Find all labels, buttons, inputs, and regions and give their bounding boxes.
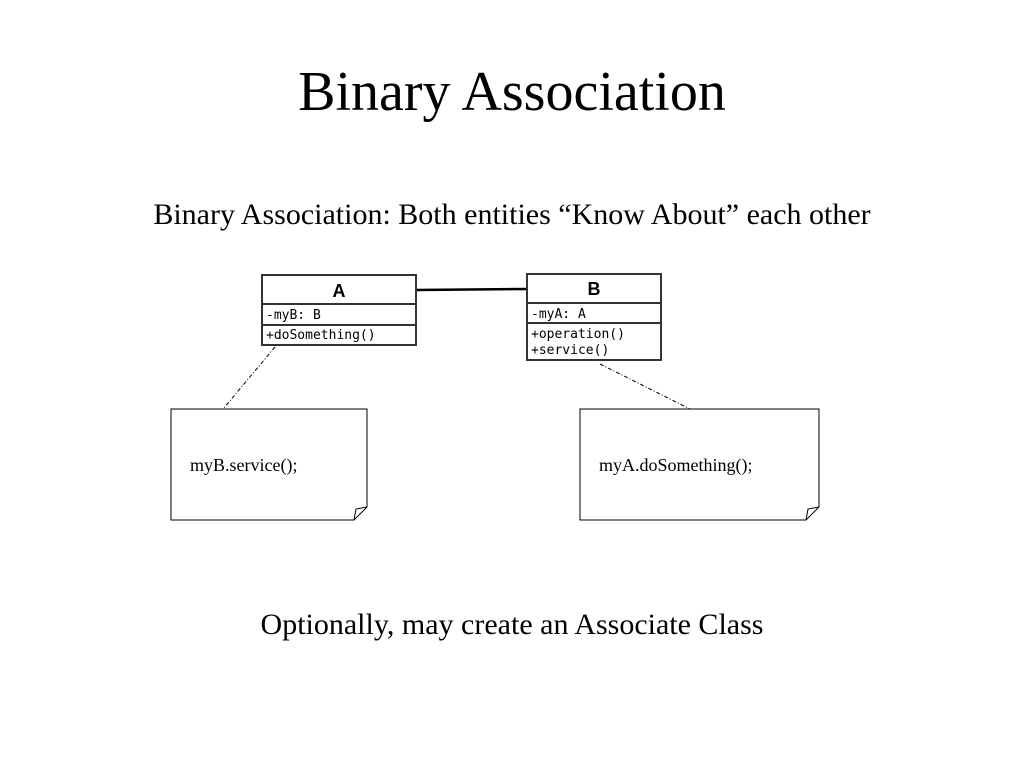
association-line [415, 287, 528, 292]
note-a-anchor-line [222, 346, 276, 410]
slide-subtitle: Binary Association: Both entities “Know … [153, 198, 871, 231]
class-b: B -myA: A +operation() +service() [526, 273, 662, 361]
class-a-attribute: -myB: B [266, 308, 321, 323]
note-b-fold [805, 506, 820, 521]
class-b-box [526, 273, 662, 361]
note-a-fold [353, 506, 368, 521]
slide-title: Binary Association [298, 61, 726, 123]
note-a: myB.service(); [170, 408, 368, 521]
class-b-operation: +service() [531, 343, 609, 358]
note-b-shape [579, 408, 820, 521]
class-b-name: B [588, 279, 601, 299]
class-a-name: A [333, 281, 346, 301]
class-b-attribute: -myA: A [531, 307, 586, 322]
class-b-operation: +operation() [531, 327, 625, 342]
class-a-operation: +doSomething() [266, 328, 376, 343]
class-a: A -myB: B +doSomething() [261, 274, 417, 346]
slide-footer-text: Optionally, may create an Associate Clas… [260, 608, 764, 641]
note-a-text: myB.service(); [190, 455, 297, 476]
class-a-box [261, 274, 417, 346]
note-b-text: myA.doSomething(); [599, 455, 753, 476]
note-a-shape [170, 408, 368, 521]
note-b-anchor-line [599, 363, 691, 410]
note-b: myA.doSomething(); [579, 408, 820, 521]
